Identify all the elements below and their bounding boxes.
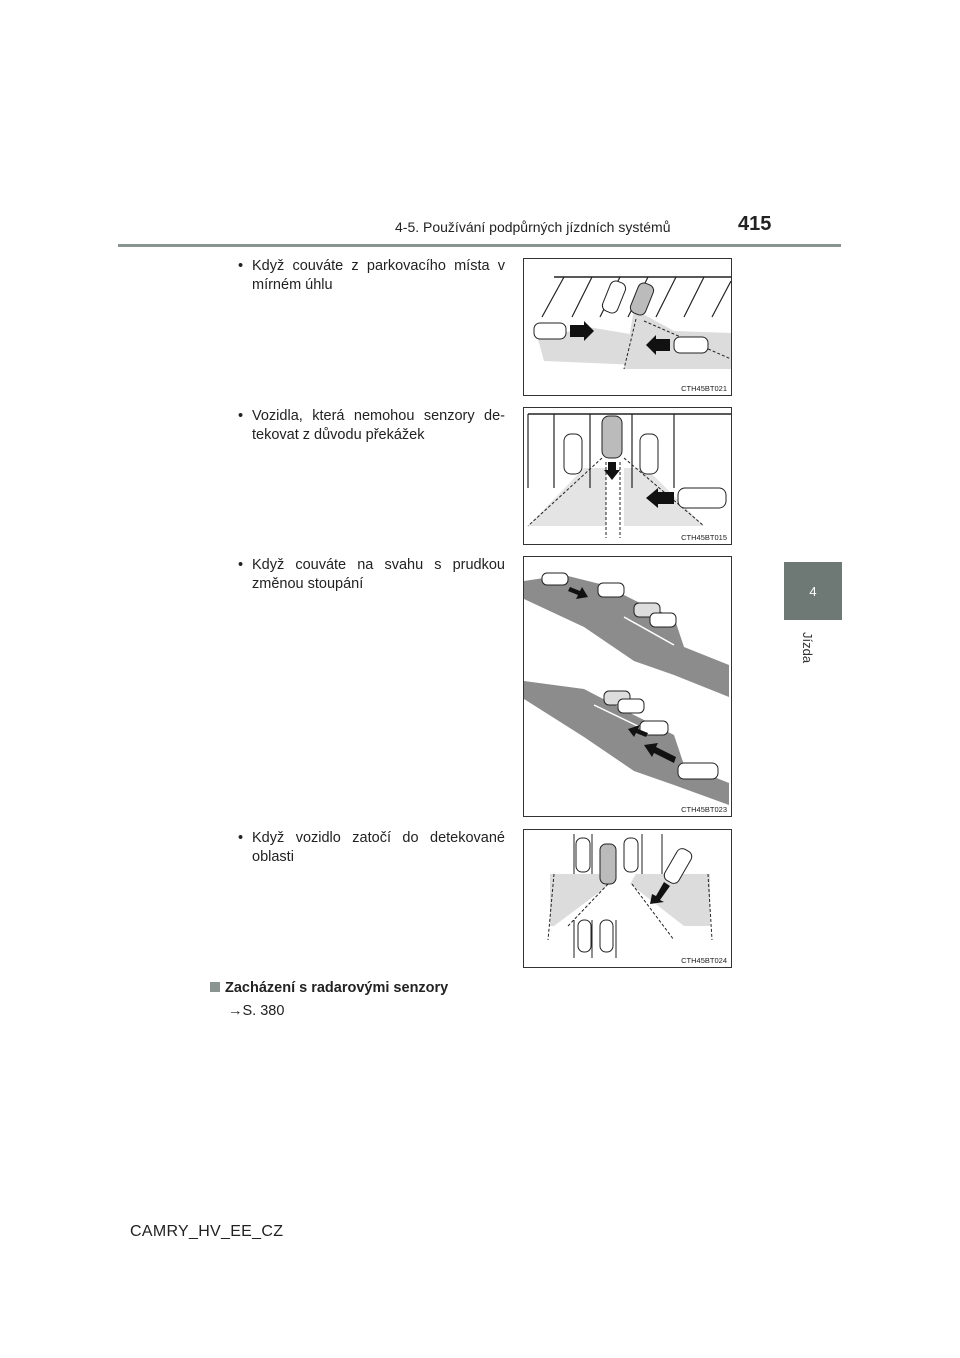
header-title: 4-5. Používání podpůrných jízdních systé… bbox=[395, 219, 671, 235]
page-reference: →S. 380 bbox=[228, 1003, 285, 1019]
steep-slope-illustration bbox=[524, 572, 729, 805]
bullet-dot: • bbox=[238, 557, 244, 573]
section-title: Zacházení s radarovými senzory bbox=[225, 980, 449, 996]
chapter-label: Jízda bbox=[800, 632, 815, 664]
chapter-tab: 4 bbox=[784, 562, 842, 620]
figure-code: CTH45BT021 bbox=[681, 384, 727, 393]
figure-steep-slope: CTH45BT023 bbox=[523, 556, 732, 817]
bullet-dot: • bbox=[238, 408, 244, 424]
angled-parking-illustration bbox=[533, 276, 731, 370]
footer-model: CAMRY_HV_EE_CZ bbox=[130, 1223, 284, 1240]
bullet-item-2: • Vozidla, která nemohou senzory de-teko… bbox=[238, 407, 505, 445]
figure-code: CTH45BT015 bbox=[681, 533, 727, 542]
bullet-text: Vozidla, která nemohou senzory de-tekova… bbox=[252, 408, 505, 443]
chapter-number: 4 bbox=[809, 584, 817, 599]
figure-code: CTH45BT023 bbox=[681, 805, 727, 814]
bullet-text: Když couváte z parkovacího místa v mírné… bbox=[252, 258, 505, 293]
figure-code: CTH45BT024 bbox=[681, 956, 727, 965]
bullet-item-4: • Když vozidlo zatočí do detekované obla… bbox=[238, 829, 505, 867]
header-rule bbox=[118, 244, 841, 247]
figure-angled-parking: CTH45BT021 bbox=[523, 258, 732, 396]
bullet-dot: • bbox=[238, 830, 244, 846]
figure-obstructed-vehicles: CTH45BT015 bbox=[523, 407, 732, 545]
bullet-text: Když couváte na svahu s prudkou změnou s… bbox=[252, 557, 505, 592]
page-number: 415 bbox=[738, 213, 772, 235]
obstructed-vehicles-illustration bbox=[527, 413, 731, 538]
section-square-icon bbox=[210, 982, 220, 992]
bullet-item-3: • Když couváte na svahu s prudkou změnou… bbox=[238, 556, 505, 594]
bullet-item-1: • Když couváte z parkovacího místa v mír… bbox=[238, 257, 505, 295]
bullet-text: Když vozidlo zatočí do detekované oblast… bbox=[252, 830, 505, 865]
section-heading: Zacházení s radarovými senzory bbox=[210, 980, 448, 996]
figure-turning-vehicle: CTH45BT024 bbox=[523, 829, 732, 968]
bullet-dot: • bbox=[238, 258, 244, 274]
turning-vehicle-illustration bbox=[547, 834, 713, 958]
